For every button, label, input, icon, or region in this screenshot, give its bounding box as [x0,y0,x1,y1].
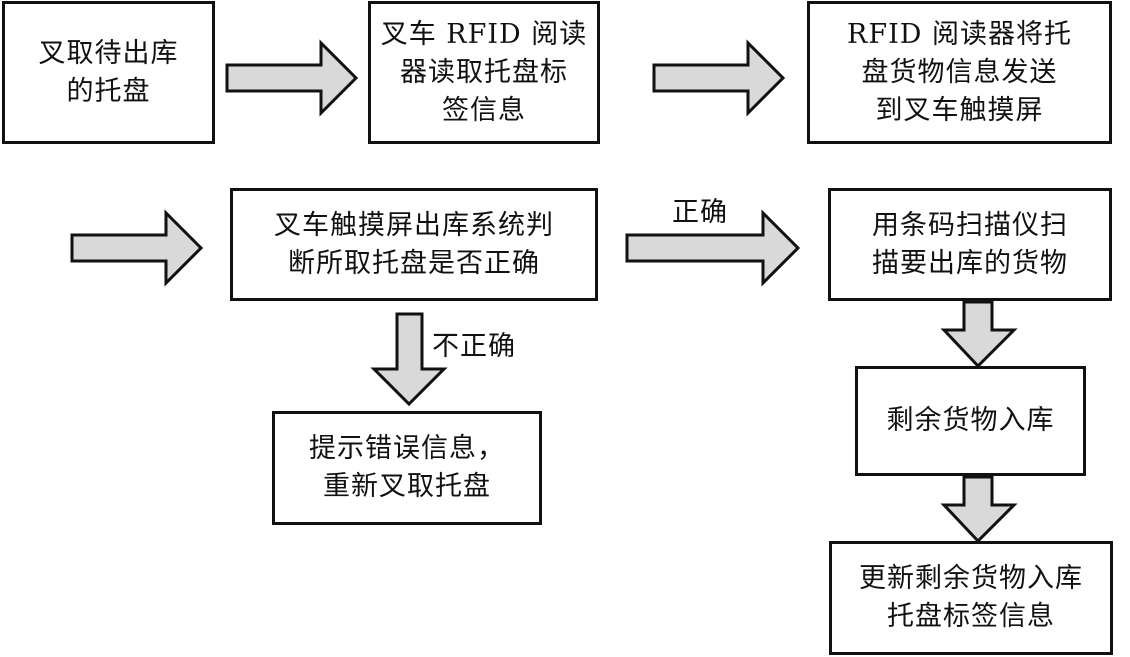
node-update-tag: 更新剩余货物入库 托盘标签信息 [829,541,1113,655]
arrow-right-icon [652,39,786,117]
arrow-right-icon [225,39,359,117]
node-text-line: 叉车 RFID 阅读 [380,18,588,50]
arrow-right-shape [70,209,204,287]
node-text-line: 叉取待出库 [38,37,179,69]
node-text-line: 描要出库的货物 [872,247,1068,279]
node-text-line: 断所取托盘是否正确 [288,247,540,279]
node-scan: 用条码扫描仪扫 描要出库的货物 [828,188,1112,301]
node-text-line: 剩余货物入库 [886,405,1055,436]
node-rfid-send: RFID 阅读器将托 盘货物信息发送 到叉车触摸屏 [807,1,1112,144]
node-text-line: 叉车触摸屏出库系统判 [274,209,554,241]
node-text-line: 更新剩余货物入库 [859,563,1083,594]
node-error: 提示错误信息， 重新叉取托盘 [272,411,542,525]
node-text-line: 签信息 [441,94,526,126]
node-text-line: 提示错误信息， [309,433,505,464]
arrow-right-icon [625,209,801,287]
node-text-line: 重新叉取托盘 [323,471,491,502]
node-text-line: 到叉车触摸屏 [875,94,1044,126]
node-text-line: RFID 阅读器将托 [847,18,1072,50]
node-rfid-read: 叉车 RFID 阅读 器读取托盘标 签信息 [368,1,600,144]
node-text-line: 托盘标签信息 [887,601,1055,632]
arrow-down-icon [940,300,1018,369]
arrow-right-shape [225,39,359,117]
node-text-line: 的托盘 [66,75,151,107]
node-text-line: 盘货物信息发送 [861,56,1058,88]
arrow-down-icon [940,475,1018,544]
arrow-down-shape [940,475,1018,544]
arrow-down-shape [940,300,1018,369]
arrow-down-icon [370,312,448,407]
edge-label-correct: 正确 [672,197,728,228]
node-judge: 叉车触摸屏出库系统判 断所取托盘是否正确 [230,188,598,301]
node-text-line: 器读取托盘标 [399,56,568,88]
arrow-right-icon [70,209,204,287]
arrow-down-shape [370,312,448,407]
node-pick-pallet: 叉取待出库 的托盘 [2,1,215,144]
arrow-right-shape [652,39,786,117]
edge-label-incorrect: 不正确 [432,331,516,362]
arrow-right-shape [625,209,801,287]
node-restock: 剩余货物入库 [855,366,1086,476]
node-text-line: 用条码扫描仪扫 [872,209,1068,241]
